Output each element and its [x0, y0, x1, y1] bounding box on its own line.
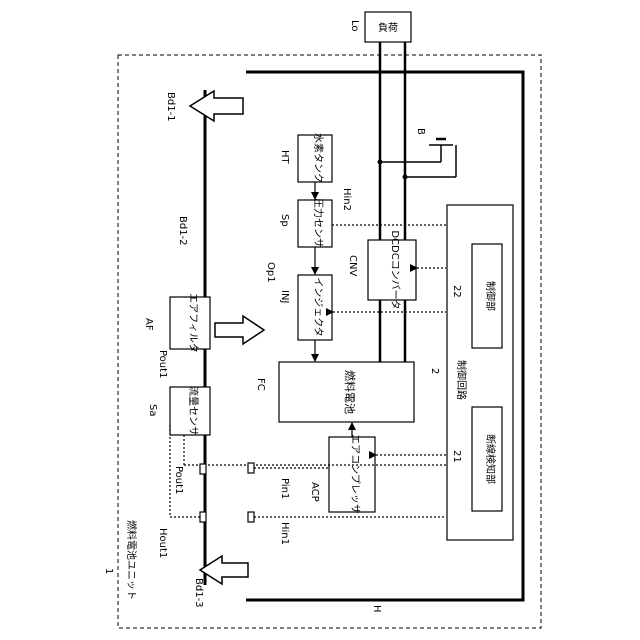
flow-sensor-ref: Sa: [147, 404, 158, 416]
terminal-hin1: [248, 512, 254, 522]
terminal-pout1: [200, 464, 206, 474]
unit-name-label: 燃料電池ユニット: [125, 520, 138, 600]
bd1-1-arrow: [190, 91, 243, 121]
hout1-label: Hout1: [157, 528, 168, 558]
dcdc-converter-ref: CNV: [347, 255, 358, 276]
control-unit-ref: 22: [451, 285, 462, 298]
air-compressor-label: エアコンプレッサ: [349, 434, 361, 514]
pressure-sensor-ref: Sp: [279, 214, 290, 227]
injector-label: インジェクタ: [312, 277, 324, 337]
bd1-1-label: Bd1-1: [165, 92, 176, 122]
disconnect-detector-ref: 21: [451, 450, 462, 463]
hydrogen-tank-ref: HT: [279, 150, 290, 165]
hin2-label: Hin2: [341, 188, 352, 211]
battery-ref: B: [415, 128, 426, 135]
air-filter-ref: AF: [143, 318, 154, 331]
air-filter-label: エアフィルタ: [187, 293, 199, 353]
hydrogen-tank-label: 水素タンク: [312, 133, 325, 183]
unit-ref: 1: [103, 568, 114, 574]
bd1-3-arrow: [200, 556, 248, 584]
flow-sensor-label: 流量センサ: [187, 386, 200, 436]
control-circuit-label: 制御回路: [455, 360, 468, 400]
bd1-2-label: Bd1-2: [177, 216, 188, 246]
af-inlet-arrow: [215, 316, 264, 344]
terminal-hout1: [200, 512, 206, 522]
injector-ref: INJ: [279, 290, 290, 303]
junction-dot: [403, 175, 408, 180]
load-label: 負荷: [378, 22, 398, 34]
load-ref: Lo: [349, 20, 360, 32]
pin1-label: Pin1: [279, 478, 290, 499]
junction-dot: [378, 160, 383, 165]
fuel-cell-label: 燃料電池: [343, 370, 357, 414]
air-compressor-ref: ACP: [309, 482, 320, 502]
disconnect-detector-label: 断線検知部: [484, 434, 497, 484]
control-circuit-ref: 2: [429, 368, 440, 374]
fuel-cell-ref: FC: [255, 378, 266, 391]
dcdc-converter-label: DCDCコンバータ: [389, 230, 401, 309]
pout1-top-label: Pout1: [157, 350, 168, 378]
hin1-label: Hin1: [279, 522, 290, 545]
op1-label: Op1: [265, 262, 276, 283]
pout1-bottom-label: Pout1: [173, 466, 184, 494]
control-unit-label: 制御部: [484, 281, 497, 311]
pressure-sensor-label: 圧力センサ: [312, 198, 325, 248]
bd1-3-label: Bd1-3: [193, 578, 204, 608]
h-label: H: [371, 605, 382, 613]
terminal-pin1: [248, 463, 254, 473]
